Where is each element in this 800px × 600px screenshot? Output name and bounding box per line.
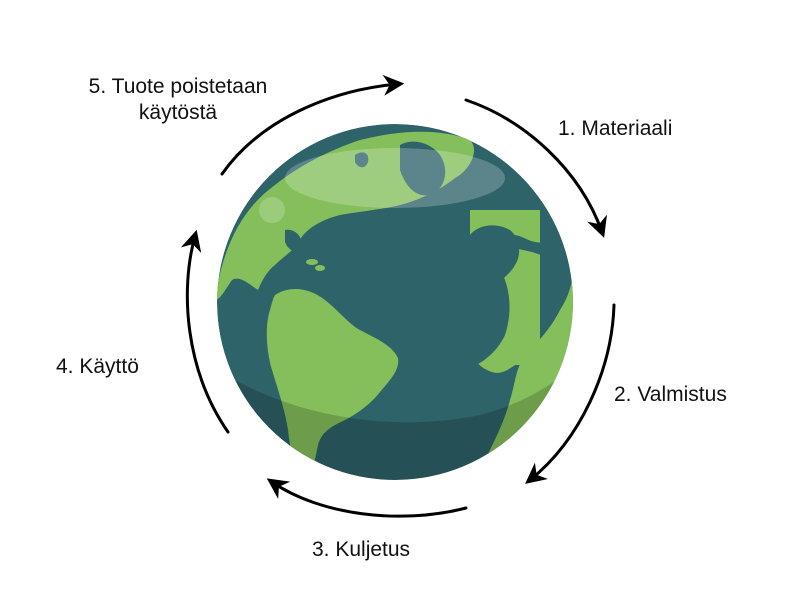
step-5-label-line2: käytöstä	[138, 101, 218, 124]
step-5-label-line1: 5. Tuote poistetaan	[88, 75, 268, 98]
arrow-kuljetus-to-kayttö	[266, 478, 468, 518]
arrow-poisto-to-materiaali	[220, 74, 405, 176]
step-5-label: 5. Tuote poistetaan käytöstä	[62, 74, 294, 126]
arrow-materiaali-to-valmistus	[464, 98, 607, 238]
arrow-kayttö-to-poisto	[180, 229, 230, 434]
earth-globe-icon	[217, 124, 573, 480]
step-3-label: 3. Kuljetus	[312, 538, 411, 561]
step-2-label: 2. Valmistus	[614, 383, 727, 406]
step-1-label: 1. Materiaali	[558, 117, 673, 140]
arrow-valmistus-to-kuljetus	[525, 303, 616, 484]
step-4-label: 4. Käyttö	[56, 355, 139, 378]
